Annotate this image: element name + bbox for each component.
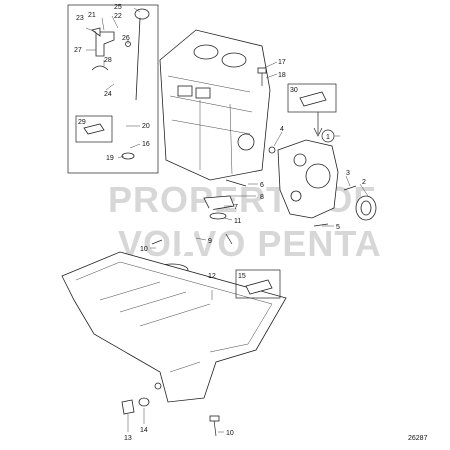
- label-12: 12: [208, 273, 216, 280]
- sealant-inset-15: [235, 269, 281, 299]
- label-17: 17: [278, 59, 286, 66]
- label-16: 16: [142, 141, 150, 148]
- label-9: 9: [208, 238, 212, 245]
- label-30: 30: [290, 87, 298, 94]
- engine-block: [159, 29, 271, 181]
- label-22: 22: [114, 13, 122, 20]
- label-24: 24: [104, 91, 112, 98]
- label-28: 28: [104, 57, 112, 64]
- label-7: 7: [234, 204, 238, 211]
- timing-cover: [257, 67, 377, 227]
- dipstick-inset: [67, 4, 159, 174]
- oil-pan: [61, 251, 287, 437]
- sealant-inset-30: [287, 83, 337, 137]
- label-15: 15: [238, 273, 246, 280]
- label-3: 3: [346, 170, 350, 177]
- label-10-upper: 10: [140, 246, 148, 253]
- label-2: 2: [362, 179, 366, 186]
- label-21: 21: [88, 12, 96, 19]
- label-10-lower: 10: [226, 430, 234, 437]
- label-8: 8: [260, 194, 264, 201]
- label-13: 13: [124, 435, 132, 442]
- label-25: 25: [114, 4, 122, 11]
- label-23: 23: [76, 15, 84, 22]
- label-14: 14: [140, 427, 148, 434]
- label-19: 19: [106, 155, 114, 162]
- leader-lines: [85, 7, 369, 433]
- label-26: 26: [122, 35, 130, 42]
- label-4: 4: [280, 126, 284, 133]
- label-27: 27: [74, 47, 82, 54]
- label-29: 29: [78, 119, 86, 126]
- label-20: 20: [142, 123, 150, 130]
- part-labels: 21 22 23 25 26 27 28 24 29 20 16 19 17 1…: [74, 4, 366, 442]
- label-1: 1: [326, 134, 330, 141]
- watermark-line2: VOLVO PENTA: [118, 223, 382, 264]
- label-6: 6: [260, 182, 264, 189]
- label-11: 11: [234, 218, 241, 225]
- reference-number: 26287: [408, 435, 428, 442]
- label-5: 5: [336, 224, 340, 231]
- label-18: 18: [278, 72, 286, 79]
